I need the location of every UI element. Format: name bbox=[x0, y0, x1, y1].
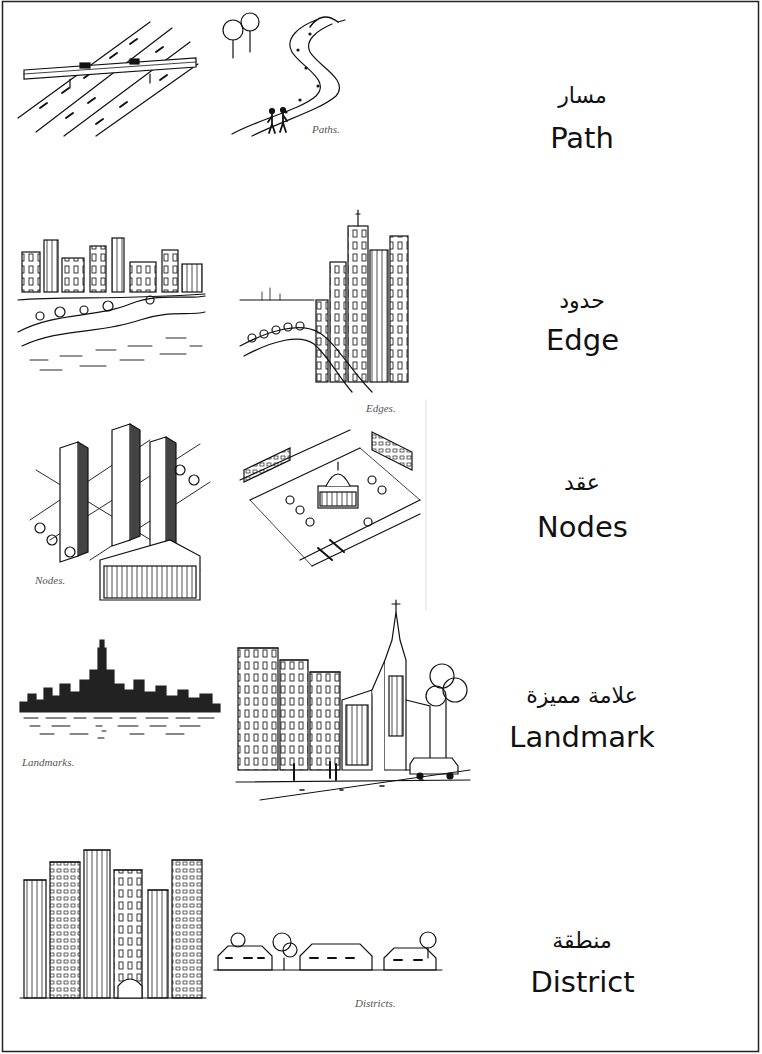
sketch-caption: Paths. bbox=[312, 123, 340, 136]
english-term: Landmark bbox=[505, 719, 659, 755]
arabic-term: منطقة bbox=[548, 926, 616, 955]
plaza-sketch bbox=[240, 430, 420, 566]
arabic-term: عقد bbox=[560, 468, 604, 497]
highway-sketch bbox=[18, 22, 198, 136]
skyline-sketch bbox=[20, 640, 220, 738]
sketch-caption: Districts. bbox=[355, 997, 396, 1010]
page-frame bbox=[3, 2, 759, 1052]
sketch-caption: Edges. bbox=[366, 402, 396, 415]
english-term: Edge bbox=[542, 322, 623, 358]
church-street-sketch bbox=[236, 600, 470, 800]
lakeshore-sketch bbox=[240, 210, 408, 392]
arabic-term: علامة مميزة bbox=[522, 681, 642, 710]
divider-line bbox=[426, 400, 427, 610]
english-term: District bbox=[526, 964, 639, 1000]
houses-sketch bbox=[214, 932, 442, 970]
sketch-caption: Landmarks. bbox=[22, 756, 74, 769]
waterfront-sketch bbox=[18, 238, 205, 370]
footpath-sketch bbox=[223, 13, 345, 136]
arabic-term: حدود bbox=[555, 286, 609, 315]
downtown-sketch bbox=[20, 850, 206, 998]
english-term: Path bbox=[546, 120, 618, 156]
arabic-term: مسار bbox=[554, 81, 611, 110]
english-term: Nodes bbox=[533, 509, 632, 545]
sketch-caption: Nodes. bbox=[35, 574, 65, 587]
towers-sketch bbox=[30, 424, 210, 600]
